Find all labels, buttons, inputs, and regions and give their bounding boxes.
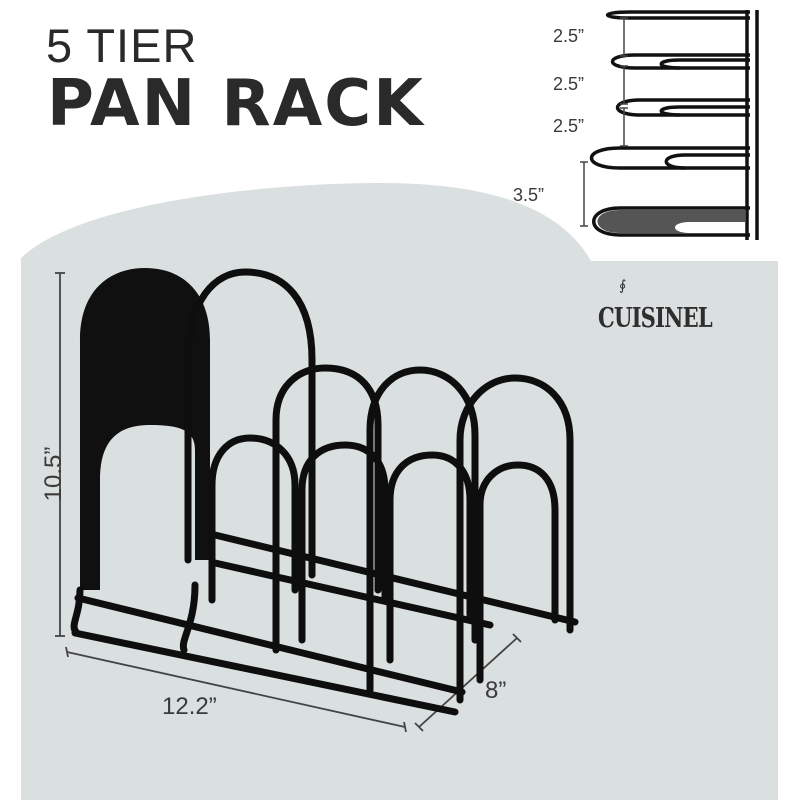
title-line2: PAN RACK bbox=[47, 67, 425, 141]
height-dimension: 10.5” bbox=[40, 446, 67, 502]
tier-spacing-3: 2.5” bbox=[553, 116, 585, 136]
steam-swirl-icon: ∮ bbox=[619, 277, 627, 293]
depth-dimension: 8” bbox=[485, 677, 507, 704]
tier-spacing-2: 2.5” bbox=[553, 74, 585, 94]
tier-spacing-4: 3.5” bbox=[513, 185, 545, 205]
title-line1: 5 TIER bbox=[46, 19, 198, 72]
width-dimension: 12.2” bbox=[162, 693, 217, 720]
brand-logo: CUISINEL bbox=[598, 303, 713, 334]
background-panel bbox=[21, 183, 778, 800]
tier-spacing-1: 2.5” bbox=[553, 26, 585, 46]
tier-diagram bbox=[580, 10, 759, 240]
